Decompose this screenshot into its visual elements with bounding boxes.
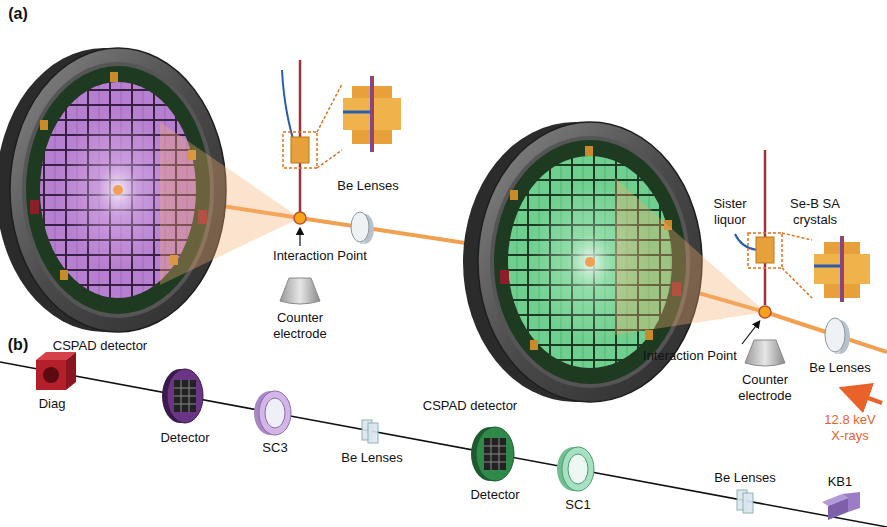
component-label: Be Lenses (341, 450, 402, 466)
injector-right (735, 150, 870, 305)
beam-axis (0, 362, 887, 527)
part-label: Interaction Point (273, 248, 367, 264)
detector-icon (162, 369, 203, 423)
part-label: Be Lenses (337, 178, 398, 194)
be-lens-icon (362, 420, 378, 443)
interaction-point (294, 212, 306, 224)
panel-letter: (a) (8, 4, 28, 23)
part-label: Counter electrode (729, 372, 801, 403)
injector-left (282, 60, 401, 212)
component-label: SC1 (565, 497, 590, 513)
part-label: CSPAD detector (53, 338, 147, 354)
diag-icon (36, 352, 76, 390)
part-label: Counter electrode (264, 310, 336, 341)
component-label: KB1 (828, 474, 853, 490)
part-label: CSPAD detector (423, 398, 517, 414)
be-lens-left (351, 212, 374, 244)
panel-letter: (b) (8, 335, 28, 354)
xray-arrow (846, 390, 882, 403)
component-label: Diag (39, 396, 66, 412)
interaction-point (759, 306, 771, 318)
component-label: Detector (470, 487, 519, 503)
part-label: Interaction Point (643, 348, 737, 364)
counter-electrode (745, 340, 785, 366)
part-label: Sister liquor (703, 196, 757, 227)
component-label: SC3 (262, 440, 287, 456)
sc1-icon (557, 447, 594, 491)
part-label: Be Lenses (809, 360, 870, 376)
sc3-icon (254, 391, 291, 435)
pointer-arrow (299, 229, 300, 246)
be-lens-icon (737, 490, 753, 513)
counter-electrode (280, 278, 320, 304)
be-lens-right (825, 318, 850, 354)
component-label: Detector (160, 430, 209, 446)
part-label: Se-B SA crystals (782, 196, 848, 227)
kb1-mirror-icon (822, 492, 860, 520)
beam-energy-label: 12.8 keV X-rays (818, 412, 882, 443)
detector-icon (471, 427, 514, 481)
component-label: Be Lenses (714, 470, 775, 486)
scatter-cone-right (615, 178, 765, 335)
